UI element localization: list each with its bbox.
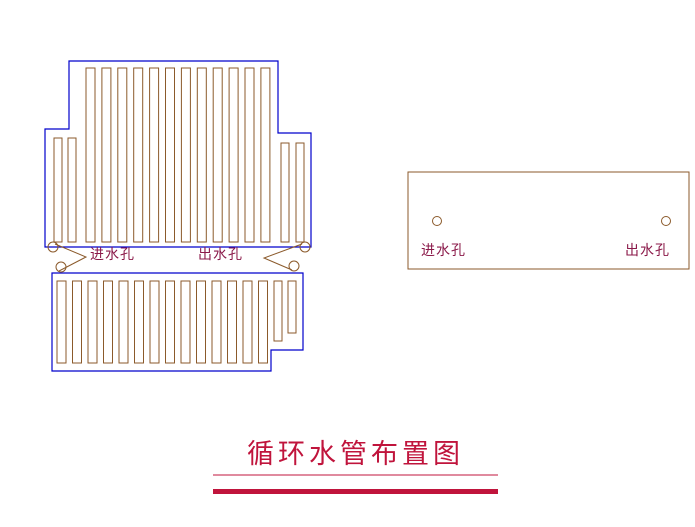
- lower-pipe-loop-12: [227, 280, 237, 364]
- lower-outlet-hole: [288, 260, 300, 272]
- upper-pipe-loop-1: [53, 137, 63, 243]
- cover-inlet-hole: [432, 216, 442, 226]
- upper-pipe-loop-3: [85, 67, 96, 243]
- upper-plate-outline: [44, 60, 312, 248]
- lower-pipe-loop-13: [242, 280, 253, 364]
- lower-pipe-loop-10: [196, 280, 206, 364]
- upper-inlet-hole: [47, 241, 59, 253]
- upper-pipe-loop-7: [149, 67, 160, 243]
- lower-pipe-loop-11: [211, 280, 222, 364]
- inlet-label: 进水孔: [90, 247, 135, 263]
- cover-outlet-label: 出水孔: [625, 243, 670, 259]
- upper-pipe-loop-6: [133, 67, 144, 243]
- title-thick-underline: [213, 489, 498, 494]
- lower-pipe-loop-3: [87, 280, 98, 364]
- lower-pipe-loop-7: [149, 280, 160, 364]
- lower-pipe-loop-16: [287, 280, 297, 334]
- cover-plate-outline: [407, 171, 690, 270]
- upper-pipe-loop-12: [228, 67, 239, 243]
- lower-pipe-loop-14: [258, 280, 268, 364]
- upper-pipe-loop-13: [244, 67, 255, 243]
- inlet-connector: [54, 243, 88, 272]
- lower-pipe-loop-1: [56, 280, 67, 364]
- lower-pipe-loop-5: [118, 280, 129, 364]
- cover-outlet-hole: [661, 216, 671, 226]
- lower-pipe-loop-8: [165, 280, 175, 364]
- upper-pipe-loop-9: [180, 67, 191, 243]
- upper-pipe-loop-2: [67, 137, 77, 243]
- outlet-connector: [262, 243, 303, 271]
- upper-pipe-loop-10: [196, 67, 207, 243]
- cover-inlet-label: 进水孔: [421, 243, 466, 259]
- upper-pipe-loop-15: [280, 142, 290, 243]
- lower-plate-outline: [51, 272, 304, 372]
- upper-pipe-loop-4: [101, 67, 112, 243]
- upper-pipe-loop-5: [117, 67, 128, 243]
- lower-pipe-loop-4: [103, 280, 113, 364]
- upper-outlet-hole: [299, 241, 311, 253]
- upper-pipe-loop-11: [212, 67, 223, 243]
- upper-serpentine-pipe: [53, 67, 305, 243]
- outlet-label: 出水孔: [198, 247, 243, 263]
- lower-pipe-loop-6: [134, 280, 144, 364]
- upper-pipe-loop-14: [260, 67, 271, 243]
- lower-pipe-loop-9: [180, 280, 191, 364]
- lower-pipe-loop-2: [72, 280, 82, 364]
- lower-pipe-loop-15: [273, 280, 283, 342]
- diagram-title: 循环水管布置图: [247, 439, 464, 470]
- upper-pipe-loop-8: [165, 67, 175, 243]
- lower-serpentine-pipe: [56, 280, 297, 364]
- upper-pipe-loop-16: [295, 142, 305, 243]
